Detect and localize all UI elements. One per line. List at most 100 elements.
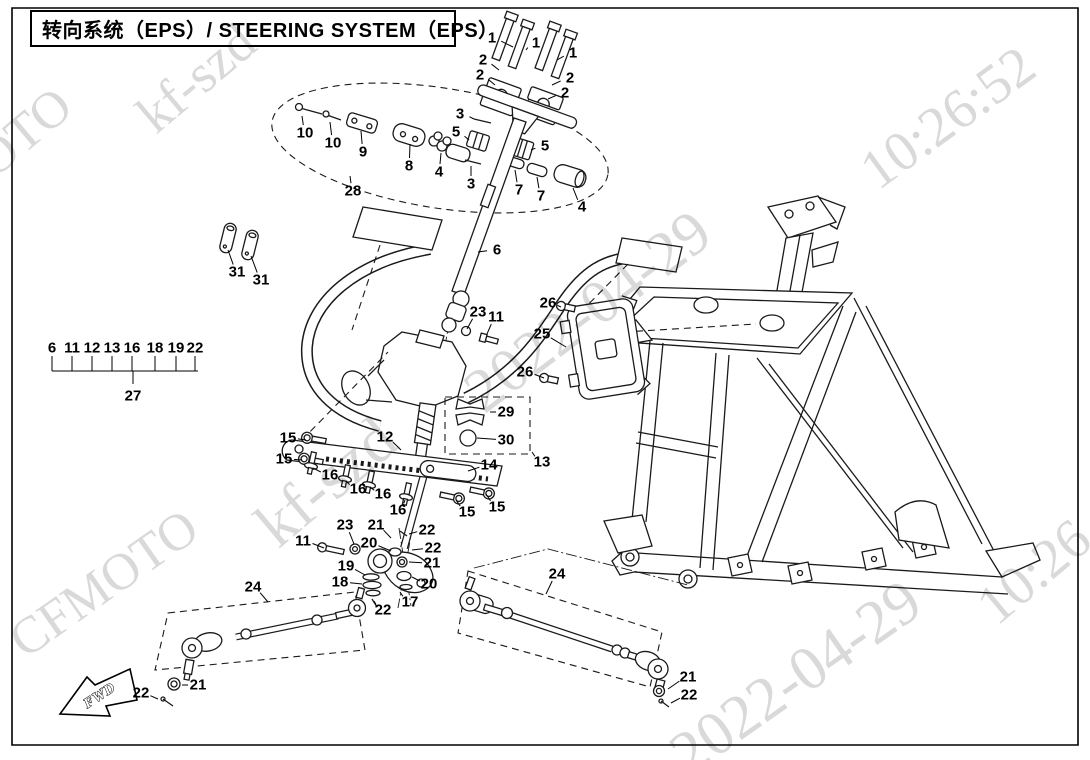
callout-label: 2 — [476, 67, 484, 84]
handlebar-bolts-left — [489, 11, 535, 69]
callout-leader — [486, 494, 491, 501]
callout-leader — [412, 577, 420, 581]
callout-label: 13 — [534, 454, 551, 471]
callout-label: 28 — [345, 183, 362, 200]
callout-leader — [228, 250, 233, 265]
callout-leader — [668, 681, 679, 689]
callout-leader — [404, 500, 405, 503]
callout-leader — [535, 374, 545, 378]
callout-leader — [412, 549, 423, 550]
callout-label: 16 — [322, 467, 339, 484]
fwd-arrow: FWD — [60, 669, 137, 716]
ref-number: 12 — [84, 340, 101, 357]
callout-leader — [558, 305, 561, 307]
callout-leader — [298, 439, 306, 440]
link-part-9 — [346, 112, 379, 134]
tube-pad-left — [353, 207, 442, 250]
callout-leader — [355, 569, 365, 575]
rod-part-3 — [474, 119, 491, 123]
callout-label: 15 — [276, 451, 293, 468]
callout-leader — [302, 116, 303, 125]
callout-label: 22 — [133, 685, 150, 702]
callout-leader — [671, 698, 680, 703]
callout-leader — [492, 64, 500, 70]
callout-label: 3 — [456, 106, 464, 123]
callout-label: 21 — [424, 555, 441, 572]
bolt-part-10 — [296, 104, 323, 115]
page-title: 转向系统（EPS）/ STEERING SYSTEM（EPS） — [42, 20, 499, 42]
callout-leader — [294, 459, 302, 460]
ball-joint-left — [182, 630, 224, 680]
studs-16 — [303, 451, 415, 506]
callout-leader — [440, 153, 441, 164]
callout-leader — [313, 544, 325, 549]
callout-label: 15 — [280, 430, 297, 447]
ref-number: 22 — [187, 340, 204, 357]
tie-rod-left — [155, 588, 366, 706]
callout-label: 16 — [390, 502, 407, 519]
callout-leader — [551, 338, 566, 347]
cotter-pin-22-right — [659, 699, 669, 707]
o-ring-30 — [460, 430, 476, 446]
callout-label: 12 — [377, 429, 394, 446]
ref-number: 18 — [147, 340, 164, 357]
callout-label: 21 — [190, 677, 207, 694]
rod-part-3b — [465, 160, 481, 164]
callout-label: 4 — [435, 164, 444, 181]
callout-label: 31 — [253, 272, 270, 289]
callout-leader — [526, 48, 528, 50]
callout-label: 5 — [541, 138, 549, 155]
callout-leader — [384, 530, 391, 538]
callout-label: 15 — [489, 499, 506, 516]
callout-leader — [537, 177, 539, 188]
callout-label: 8 — [405, 158, 413, 175]
callout-label: 11 — [295, 533, 311, 550]
callout-label: 7 — [515, 182, 523, 199]
tube-pad-right — [616, 238, 682, 272]
callout-label: 10 — [297, 125, 314, 142]
cap-part-4b — [552, 163, 588, 190]
callout-leader — [361, 131, 362, 144]
callout-label: 4 — [578, 199, 587, 216]
strap-14 — [419, 460, 477, 483]
callout-label: 16 — [350, 481, 367, 498]
callout-label: 22 — [681, 687, 698, 704]
callout-leader — [515, 170, 517, 182]
callout-leader — [313, 468, 321, 472]
callout-label: 3 — [467, 176, 475, 193]
callout-leader — [469, 117, 474, 119]
callout-label: 20 — [421, 576, 438, 593]
callout-label: 7 — [537, 188, 545, 205]
callout-leader — [557, 56, 564, 60]
callout-label: 21 — [368, 517, 385, 534]
bolt-11-upper — [479, 333, 498, 345]
callout-leader — [488, 79, 495, 85]
callout-label: 10 — [325, 135, 342, 152]
callout-label: 11 — [488, 309, 504, 326]
output-shaft — [413, 403, 436, 459]
callout-label: 23 — [470, 304, 487, 321]
callout-leader — [478, 251, 487, 252]
callout-leader — [346, 481, 350, 485]
bolt-26a — [556, 301, 576, 314]
callout-leader — [531, 148, 535, 150]
callout-leader — [410, 144, 411, 158]
ecu-logo — [595, 339, 618, 360]
bolt-11-lower — [317, 542, 345, 556]
callout-label: 1 — [488, 30, 496, 47]
title-box: 转向系统（EPS）/ STEERING SYSTEM（EPS） — [30, 10, 498, 47]
washer-23-lower — [350, 544, 360, 554]
callout-label: 26 — [540, 295, 557, 312]
callout-leader — [548, 96, 556, 99]
callout-label: 29 — [498, 404, 515, 421]
ref-number: 6 — [48, 340, 56, 357]
bolt-26b — [539, 373, 559, 386]
callout-label: 1 — [532, 35, 540, 52]
callout-leader — [467, 319, 473, 329]
ref-number: 19 — [168, 340, 185, 357]
callout-leader — [370, 487, 374, 490]
ref-number: 13 — [104, 340, 121, 357]
callout-leader — [260, 593, 268, 602]
callout-leader — [378, 546, 391, 551]
